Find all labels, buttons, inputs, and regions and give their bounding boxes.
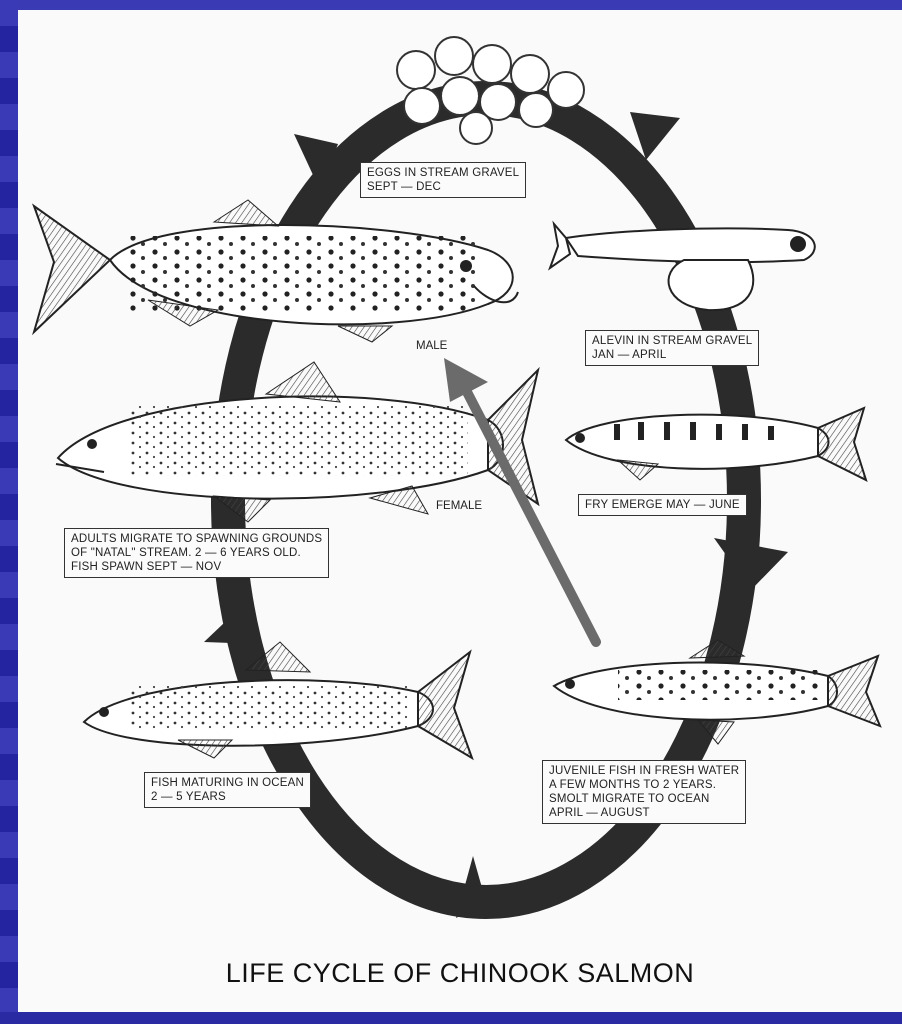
juvenile-text-line-3: SMOLT MIGRATE TO OCEAN [549, 792, 739, 806]
alevin-fish-icon [550, 224, 815, 310]
stage-label-ocean: FISH MATURING IN OCEAN 2 — 5 YEARS [144, 772, 311, 808]
stage-label-juvenile: JUVENILE FISH IN FRESH WATER A FEW MONTH… [542, 760, 746, 824]
eggs-date-line: SEPT — DEC [367, 180, 519, 194]
alevin-date-line: JAN — APRIL [592, 348, 752, 362]
fry-text-line: FRY EMERGE MAY — JUNE [585, 498, 740, 512]
stage-label-alevin: ALEVIN IN STREAM GRAVEL JAN — APRIL [585, 330, 759, 366]
male-label: MALE [416, 340, 447, 352]
adults-text-line-2: OF "NATAL" STREAM. 2 — 6 YEARS OLD. [71, 546, 322, 560]
ocean-text-line: FISH MATURING IN OCEAN [151, 776, 304, 790]
juvenile-text-line-1: JUVENILE FISH IN FRESH WATER [549, 764, 739, 778]
male-salmon-icon [34, 200, 518, 342]
adults-text-line-3: FISH SPAWN SEPT — NOV [71, 560, 322, 574]
juvenile-text-line-2: A FEW MONTHS TO 2 YEARS. [549, 778, 739, 792]
ocean-fish-icon [84, 642, 472, 758]
stage-label-adults: ADULTS MIGRATE TO SPAWNING GROUNDS OF "N… [64, 528, 329, 578]
female-label: FEMALE [436, 500, 482, 512]
slide-bottom-band [0, 1012, 902, 1024]
adults-text-line-1: ADULTS MIGRATE TO SPAWNING GROUNDS [71, 532, 322, 546]
slide-top-band [0, 0, 902, 10]
juvenile-fish-icon [554, 640, 880, 744]
slide-left-band [0, 0, 18, 1024]
stage-label-eggs: EGGS IN STREAM GRAVEL SEPT — DEC [360, 162, 526, 198]
life-cycle-diagram: EGGS IN STREAM GRAVEL SEPT — DEC ALEVIN … [18, 10, 902, 1012]
alevin-text-line: ALEVIN IN STREAM GRAVEL [592, 334, 752, 348]
eggs-text-line: EGGS IN STREAM GRAVEL [367, 166, 519, 180]
fry-fish-icon [566, 408, 866, 480]
diagram-title: LIFE CYCLE OF CHINOOK SALMON [18, 958, 902, 989]
juvenile-text-line-4: APRIL — AUGUST [549, 806, 739, 820]
ocean-date-line: 2 — 5 YEARS [151, 790, 304, 804]
stage-label-fry: FRY EMERGE MAY — JUNE [578, 494, 747, 516]
